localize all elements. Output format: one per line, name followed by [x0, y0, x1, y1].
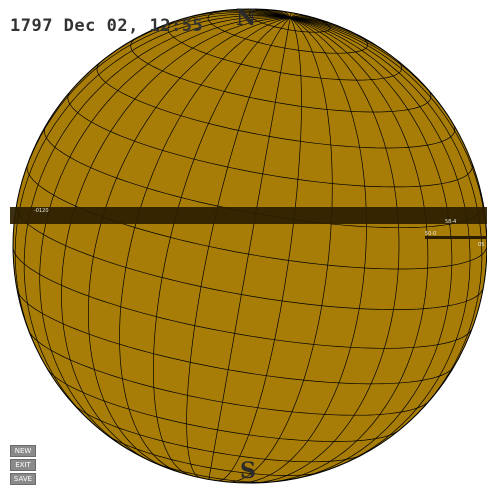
longitude-line: [239, 17, 367, 483]
longitude-line: [290, 17, 471, 468]
longitude-line: [290, 13, 300, 18]
new-button[interactable]: NEW: [10, 445, 36, 457]
longitude-line: [14, 15, 291, 365]
band-label-right-mid: 50-0: [425, 231, 437, 237]
longitude-line: [153, 17, 291, 476]
longitude-line: [290, 17, 346, 30]
longitude-line: [208, 17, 291, 480]
longitude-line: [229, 17, 333, 483]
longitude-line: [251, 9, 291, 19]
longitude-line: [290, 17, 450, 118]
longitude-line: [256, 17, 400, 483]
exit-button[interactable]: EXIT: [10, 459, 36, 471]
longitude-line: [290, 15, 308, 19]
longitude-line: [290, 17, 483, 428]
longitude-line: [39, 17, 291, 451]
longitude-line: [106, 12, 291, 58]
longitude-line: [16, 13, 291, 205]
longitude-line: [186, 17, 291, 478]
longitude-line: [266, 9, 291, 19]
longitude-line: [219, 17, 302, 482]
longitude-line: [274, 9, 291, 18]
longitude-line: [290, 17, 397, 60]
band-label-right-edge: 05: [478, 242, 485, 248]
longitude-line: [216, 9, 291, 19]
longitude-line: [290, 17, 453, 480]
longitude-line: [290, 17, 330, 24]
longitude-line: [176, 10, 291, 22]
longitude-line: [119, 17, 291, 473]
dark-band: [10, 207, 487, 224]
longitude-line: [274, 17, 429, 482]
north-pole-label: N: [236, 5, 257, 31]
longitude-line: [234, 9, 291, 19]
south-pole-label: S: [240, 458, 256, 484]
longitude-line: [290, 17, 362, 38]
longitude-line: [290, 17, 487, 288]
band-marker: [425, 236, 487, 239]
longitude-line: [23, 16, 291, 426]
longitude-line: [289, 12, 292, 18]
longitude-line: [282, 10, 291, 18]
longitude-line: [61, 17, 291, 460]
save-button[interactable]: SAVE: [10, 473, 36, 485]
band-label-right-top: 58-4: [445, 219, 457, 225]
band-label-left: -0120: [34, 208, 49, 214]
longitude-line: [290, 16, 316, 19]
observation-timestamp: 1797 Dec 02, 12:55: [10, 16, 204, 36]
